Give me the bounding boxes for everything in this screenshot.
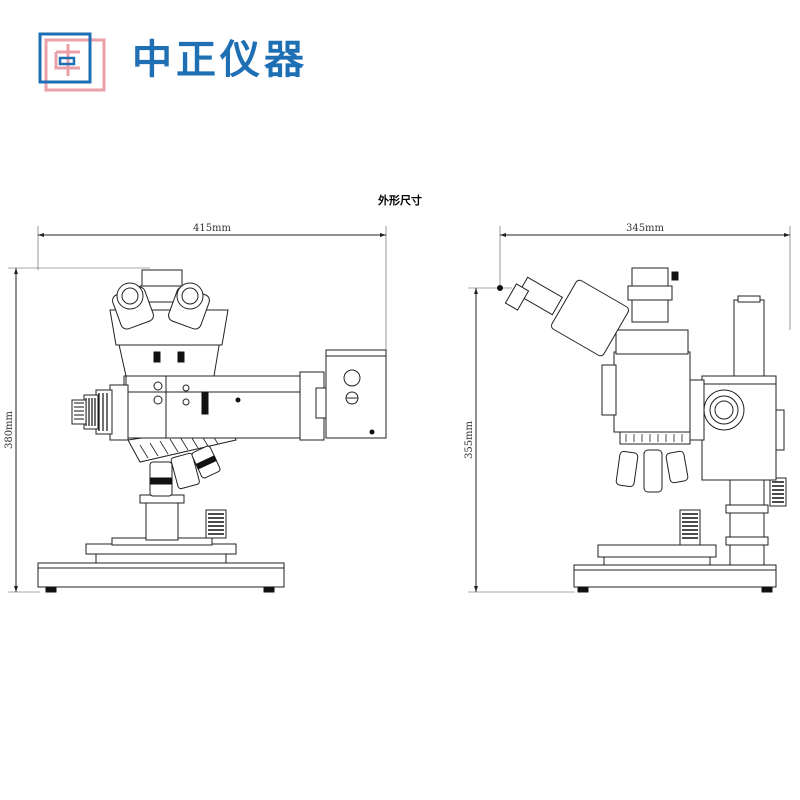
brand-name: 中正仪器 (132, 37, 308, 83)
side-view-height-dimension: 355mm (464, 285, 575, 593)
side-view-microscope (504, 267, 787, 593)
front-view-width-label: 415mm (193, 223, 232, 234)
drawing-title: 外形尺寸 (378, 194, 422, 207)
front-view-width-dimension: 415mm (37, 223, 387, 350)
front-view-microscope (37, 269, 387, 593)
side-view-height-label: 355mm (464, 420, 475, 459)
front-view-height-label: 380mm (4, 410, 15, 449)
side-view-width-label: 345mm (626, 223, 665, 234)
front-view-height-dimension: 380mm (4, 267, 150, 593)
zhongzheng-logo-icon (38, 32, 106, 92)
side-view-width-dimension: 345mm (499, 223, 791, 330)
front-eyepieces (112, 282, 210, 330)
